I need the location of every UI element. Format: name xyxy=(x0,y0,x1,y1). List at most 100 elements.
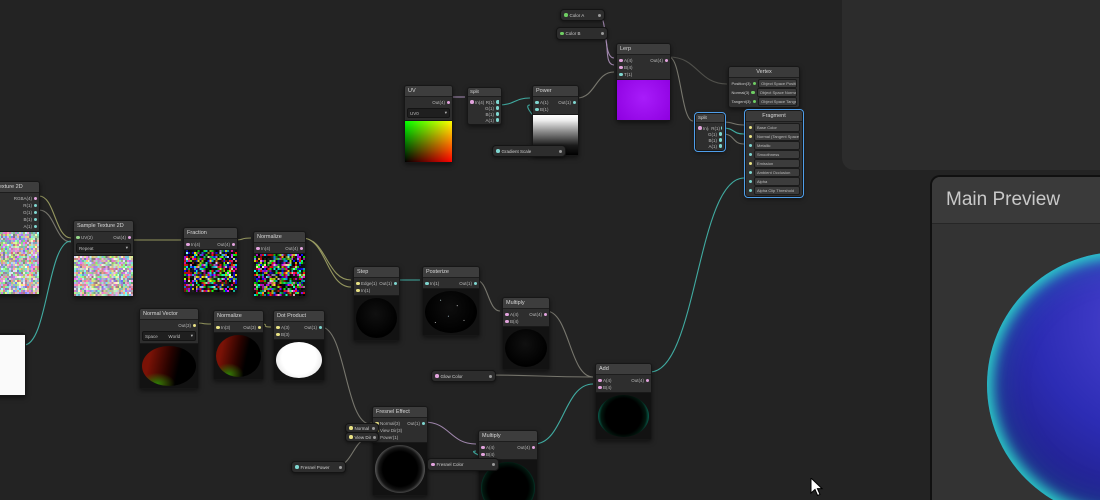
node-posterize[interactable]: PosterizeIn(1)Out(1) xyxy=(422,266,480,336)
port-dot[interactable] xyxy=(753,100,757,104)
wire-edge[interactable] xyxy=(39,196,71,238)
block-row[interactable]: Alpha xyxy=(749,178,800,185)
port-dot[interactable] xyxy=(665,59,669,63)
port-dot[interactable] xyxy=(496,112,500,116)
port-dot[interactable] xyxy=(319,326,323,330)
block-row[interactable]: Normal (Tangent Space) xyxy=(749,133,800,140)
wire-edge[interactable] xyxy=(302,238,351,280)
node-uv[interactable]: UVOut(4)UV0▾ xyxy=(404,85,453,163)
node-multiply-1[interactable]: MultiplyA(4)Out(4)B(4) xyxy=(502,297,550,370)
port-dot[interactable] xyxy=(505,320,509,324)
wire-edge[interactable] xyxy=(723,134,744,144)
port-dot[interactable] xyxy=(719,144,723,148)
port-dot[interactable] xyxy=(721,126,722,130)
property-pill-color-a[interactable]: Color A xyxy=(560,9,605,21)
block-row-chip[interactable]: Object Space Normal xyxy=(757,88,797,97)
port-dot[interactable] xyxy=(564,13,568,17)
wire-edge[interactable] xyxy=(424,422,476,444)
block-row[interactable]: Base Color xyxy=(749,124,800,131)
port-dot[interactable] xyxy=(470,100,474,104)
wire-edge[interactable] xyxy=(669,57,727,84)
node-fragment-block[interactable]: FragmentBase ColorNormal (Tangent Space)… xyxy=(745,110,803,197)
port-dot[interactable] xyxy=(505,313,509,317)
property-pill-glow-color[interactable]: Glow Color xyxy=(431,370,496,382)
port-dot[interactable] xyxy=(34,204,38,208)
port-dot[interactable] xyxy=(753,82,757,86)
wire-edge[interactable] xyxy=(723,122,744,125)
port-dot[interactable] xyxy=(749,153,753,157)
port-dot[interactable] xyxy=(560,32,564,36)
port-dot[interactable] xyxy=(34,197,38,201)
block-row-chip[interactable]: Base Color xyxy=(754,123,800,132)
node-lerp[interactable]: LerpA(4)Out(4)B(4)T(1) xyxy=(616,43,671,121)
port-dot[interactable] xyxy=(481,453,485,457)
port-dot[interactable] xyxy=(34,211,38,215)
property-pill-color-b[interactable]: Color B xyxy=(556,27,608,40)
node-step[interactable]: StepEdge(1)Out(1)In(1) xyxy=(353,266,400,341)
wire-edge[interactable] xyxy=(650,178,744,372)
node-normalize-2[interactable]: NormalizeIn(3)Out(3) xyxy=(213,310,264,380)
port-dot[interactable] xyxy=(34,218,38,222)
node-dropdown[interactable]: Repeat▾ xyxy=(76,243,131,253)
group-note[interactable] xyxy=(842,0,1100,170)
port-dot[interactable] xyxy=(751,91,755,95)
port-dot[interactable] xyxy=(425,282,429,286)
port-dot[interactable] xyxy=(481,446,485,450)
port-dot[interactable] xyxy=(719,132,723,136)
node-fresnel[interactable]: Fresnel EffectNormal(3)Out(1)View Dir(3)… xyxy=(372,406,428,496)
port-dot[interactable] xyxy=(535,108,539,112)
port-dot[interactable] xyxy=(749,171,753,175)
port-dot[interactable] xyxy=(496,149,500,153)
port-dot[interactable] xyxy=(300,247,304,251)
block-row-chip[interactable]: Smoothness xyxy=(754,150,800,159)
property-pill-fresnel-color[interactable]: Fresnel Color xyxy=(427,458,499,471)
block-row[interactable]: Alpha Clip Threshold xyxy=(749,187,800,194)
port-dot[interactable] xyxy=(258,326,262,330)
port-dot[interactable] xyxy=(646,379,650,383)
port-dot[interactable] xyxy=(496,106,500,110)
port-dot[interactable] xyxy=(749,135,753,139)
block-row[interactable]: Smoothness xyxy=(749,151,800,158)
wire-edge[interactable] xyxy=(321,327,370,424)
node-split-2[interactable]: SplitIn(4)R(1)G(1)B(1)A(1) xyxy=(695,113,725,151)
port-dot[interactable] xyxy=(544,313,548,317)
wire-edge[interactable] xyxy=(669,57,693,121)
main-preview-header[interactable]: Main Preview xyxy=(932,177,1100,224)
port-dot[interactable] xyxy=(356,282,360,286)
port-dot[interactable] xyxy=(532,446,536,450)
block-row[interactable]: Position(3)Object Space Position xyxy=(732,80,797,87)
node-dot-product[interactable]: Dot ProductA(3)Out(1)B(3) xyxy=(273,310,325,381)
port-dot[interactable] xyxy=(749,126,753,130)
block-row[interactable]: Tangent(3)Object Space Tangent xyxy=(732,98,797,105)
wire-edge[interactable] xyxy=(302,238,351,287)
port-dot[interactable] xyxy=(349,435,353,439)
block-row-chip[interactable]: Normal (Tangent Space) xyxy=(754,132,800,141)
property-pill-fresnel-power[interactable]: Fresnel Power xyxy=(291,461,346,473)
port-dot[interactable] xyxy=(749,180,753,184)
port-dot[interactable] xyxy=(431,463,435,467)
port-dot[interactable] xyxy=(216,326,220,330)
block-row-chip[interactable]: Alpha xyxy=(754,177,800,186)
wire-edge[interactable] xyxy=(577,72,614,98)
port-dot[interactable] xyxy=(232,243,236,247)
wire-edge[interactable] xyxy=(723,128,744,134)
node-dropdown[interactable]: UV0▾ xyxy=(407,108,450,118)
wire-edge[interactable] xyxy=(486,375,593,377)
node-normal-vector[interactable]: Normal VectorOut(3)SpaceWorld▾ xyxy=(139,308,199,389)
port-dot[interactable] xyxy=(394,282,398,286)
port-dot[interactable] xyxy=(349,426,353,430)
port-dot[interactable] xyxy=(619,73,623,77)
node-add[interactable]: AddA(4)Out(4)B(4) xyxy=(595,363,652,440)
node-offscreen-preview[interactable] xyxy=(0,333,26,396)
port-dot[interactable] xyxy=(749,189,753,193)
port-dot[interactable] xyxy=(447,101,451,105)
property-pill-gradient-scale[interactable]: Gradient Scale xyxy=(492,145,566,157)
node-vertex-block[interactable]: VertexPosition(3)Object Space PositionNo… xyxy=(728,66,800,108)
port-dot[interactable] xyxy=(435,374,439,378)
port-dot[interactable] xyxy=(193,324,197,328)
port-dot[interactable] xyxy=(186,243,190,247)
node-sample-tex-2[interactable]: Sample Texture 2DUV(2)Out(4)Repeat▾ xyxy=(73,220,134,297)
block-row[interactable]: Ambient Occlusion xyxy=(749,169,800,176)
port-dot[interactable] xyxy=(598,386,602,390)
block-row-chip[interactable]: Object Space Tangent xyxy=(758,97,796,106)
